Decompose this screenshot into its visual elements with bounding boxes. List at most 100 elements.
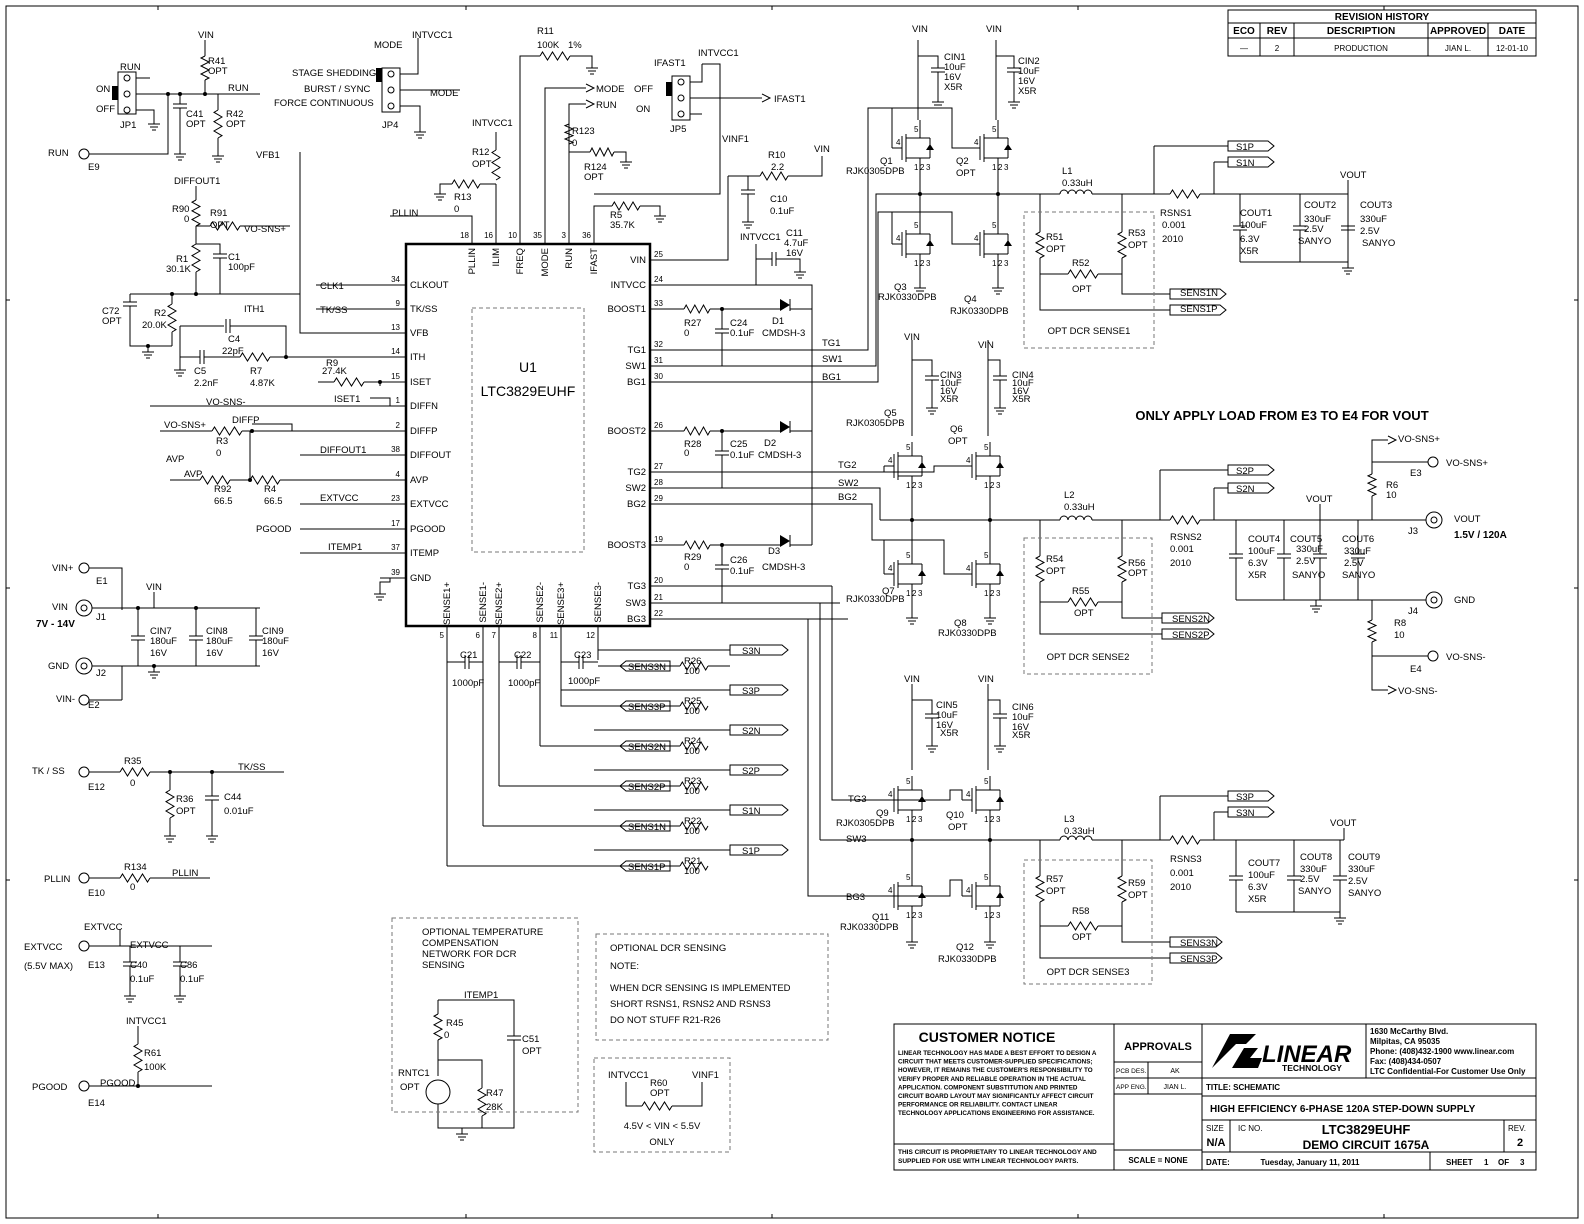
label-cout4r: 6.3V — [1248, 558, 1268, 569]
label-r7v: 4.87K — [250, 378, 275, 389]
capacitor — [225, 319, 231, 333]
jumper-jp1[interactable] — [117, 71, 137, 115]
arrow — [1387, 435, 1398, 445]
label-r35: R35 — [124, 756, 141, 767]
label-c10: C10 — [770, 194, 787, 205]
ic-pin-name: SW1 — [625, 361, 646, 372]
app-eng-label: APP ENG. — [1116, 1084, 1147, 1091]
label-rsns2s: 2010 — [1170, 558, 1191, 569]
label-r24v: 100 — [684, 746, 700, 757]
resistor — [683, 539, 711, 551]
thermistor — [425, 1079, 451, 1105]
label-sens2n: SENS2N — [628, 742, 666, 753]
ic-pin-num: 4 — [396, 470, 401, 479]
jumper-jp5[interactable] — [671, 75, 691, 121]
label-cout5d: SANYO — [1292, 570, 1325, 581]
capacitor — [173, 103, 187, 109]
ic-pin-name: VIN — [630, 255, 646, 266]
label-s1p_b: S1P — [1236, 142, 1254, 153]
temp-note-4: SENSING — [422, 960, 465, 971]
capacitor — [1313, 553, 1327, 559]
label-vin_b: VIN — [814, 144, 830, 155]
pin-num: 4 — [974, 234, 979, 243]
label-cin3r: 16V — [940, 386, 958, 397]
label-r92: R92 — [214, 484, 231, 495]
label-sw3: SW3 — [846, 834, 867, 845]
pin-num: 5 — [906, 873, 911, 882]
rev-header-date: DATE — [1499, 26, 1526, 37]
notice-line: LINEAR TECHNOLOGY HAS MADE A BEST EFFORT… — [898, 1050, 1097, 1057]
label-vosns_p3: VO-SNS+ — [1398, 434, 1440, 445]
ic-pin-num: 26 — [654, 421, 663, 430]
label-cin2v: 10uF — [1018, 66, 1040, 77]
label-r5: R5 — [610, 210, 622, 221]
arrow — [585, 83, 596, 93]
pin-num: 4 — [896, 138, 901, 147]
label-r41: R41 — [208, 56, 225, 67]
jumper-pin — [677, 78, 685, 86]
label-r9: R9 — [326, 358, 338, 369]
label-r54: R54 — [1046, 554, 1063, 565]
label-c11v: 4.7uF — [784, 238, 808, 249]
jumper-jp4[interactable] — [381, 67, 401, 113]
label-vosns_p: VO-SNS+ — [244, 224, 286, 235]
label-r2v: 20.0K — [142, 320, 167, 331]
pin-num: 3 — [918, 815, 923, 824]
label-r36: R36 — [176, 794, 193, 805]
temp-note-1: OPTIONAL TEMPERATURE — [422, 927, 543, 938]
terminal — [1427, 650, 1439, 662]
label-cout3d: SANYO — [1362, 238, 1395, 249]
pin-num: 5 — [992, 125, 997, 134]
resistor — [1366, 473, 1378, 497]
label-c21v: 1000pF — [452, 678, 484, 689]
label-cout9v: 330uF — [1348, 864, 1375, 875]
pin-num: 1 — [906, 589, 911, 598]
net-tag — [1169, 952, 1223, 964]
label-q12: Q12 — [956, 942, 974, 953]
label-sens3p_b: SENS3P — [1180, 954, 1218, 965]
label-vosns_m3: VO-SNS- — [1398, 686, 1438, 697]
label-e14: E14 — [88, 1098, 105, 1109]
label-r25v: 100 — [684, 706, 700, 717]
label-c24: C24 — [730, 318, 747, 329]
pcb-des: AK — [1170, 1068, 1180, 1075]
ground-symbol — [414, 126, 426, 139]
label-cin4r: 16V — [1012, 386, 1030, 397]
label-s2p_b: S2P — [1236, 466, 1254, 477]
capacitor — [715, 450, 729, 456]
capacitor — [189, 635, 203, 641]
label-c86: C86 — [180, 960, 197, 971]
pin-num: 1 — [906, 481, 911, 490]
ic-pin-num: 25 — [654, 250, 663, 259]
label-cout9: COUT9 — [1348, 852, 1380, 863]
resistor — [641, 1101, 673, 1111]
pin-num: 2 — [990, 911, 995, 920]
label-r8v: 10 — [1394, 630, 1405, 641]
resistor — [679, 781, 709, 791]
resistor — [679, 821, 709, 831]
app-eng: JIAN L. — [1164, 1084, 1187, 1091]
label-r22v: 100 — [684, 826, 700, 837]
linear-logo: LINEAR TECHNOLOGY — [1212, 1034, 1352, 1073]
label-r92v: 66.5 — [214, 496, 233, 507]
ic-pin-num: 23 — [391, 494, 400, 503]
label-on5: ON — [636, 104, 650, 115]
label-c24v: 0.1uF — [730, 328, 754, 339]
net-tag — [1161, 628, 1215, 640]
capacitor — [1293, 225, 1307, 231]
label-r1v: 30.1K — [166, 264, 191, 275]
label-e13: E13 — [88, 960, 105, 971]
ground-symbol — [174, 148, 186, 161]
ic-pin-num: 9 — [396, 299, 401, 308]
capacitor — [123, 961, 137, 967]
temp-note-3: NETWORK FOR DCR — [422, 949, 517, 960]
label-q6v: OPT — [948, 436, 968, 447]
label-r26: R26 — [684, 656, 701, 667]
label-r13: R13 — [454, 192, 471, 203]
rev-label: REV. — [1508, 1124, 1526, 1133]
label-q9v: RJK0305DPB — [836, 818, 895, 829]
jumper-pin — [387, 86, 395, 94]
label-r123v: 0 — [572, 138, 577, 149]
ic-pin-name: SENSE2+ — [494, 582, 505, 625]
